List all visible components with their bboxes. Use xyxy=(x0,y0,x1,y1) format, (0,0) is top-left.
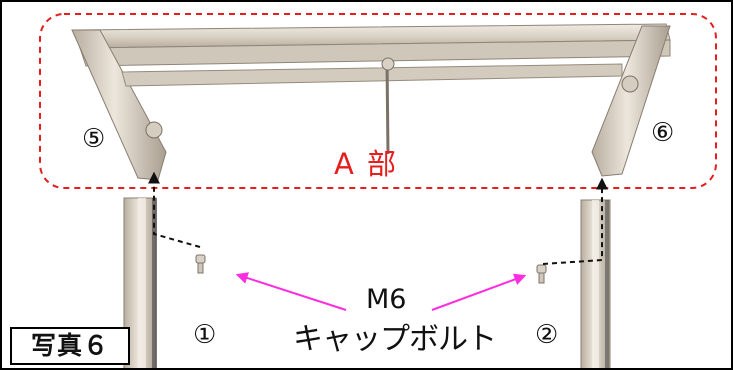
a-region-outline xyxy=(39,13,717,189)
part-number-2: ② xyxy=(535,320,559,350)
center-post xyxy=(385,59,390,155)
frame-right-leg xyxy=(591,25,671,177)
left-bolt xyxy=(195,254,206,274)
part-number-5: ⑤ xyxy=(82,124,106,154)
pointer-arrow-left xyxy=(235,272,347,311)
photo-caption: 写真６ xyxy=(10,327,130,365)
part-number-1: ① xyxy=(193,320,217,350)
left-post xyxy=(123,197,157,368)
pointer-arrow-right xyxy=(431,273,527,311)
center-knob xyxy=(381,57,395,71)
frame-inner-rail xyxy=(121,63,623,87)
bolt-size-label: M6 xyxy=(366,284,407,315)
right-guide-arrow xyxy=(542,177,608,265)
frame-top-assembly xyxy=(71,23,671,181)
top-rail-front xyxy=(79,39,671,67)
right-bolt xyxy=(536,264,547,284)
left-guide-arrow xyxy=(148,171,201,248)
region-label: A 部 xyxy=(334,147,399,181)
right-knob xyxy=(621,75,639,93)
bolt-name-label: キャップボルト xyxy=(293,322,497,357)
left-knob xyxy=(145,121,163,139)
frame-left-leg xyxy=(71,29,167,181)
right-post xyxy=(580,199,611,368)
part-number-6: ⑥ xyxy=(651,118,675,148)
